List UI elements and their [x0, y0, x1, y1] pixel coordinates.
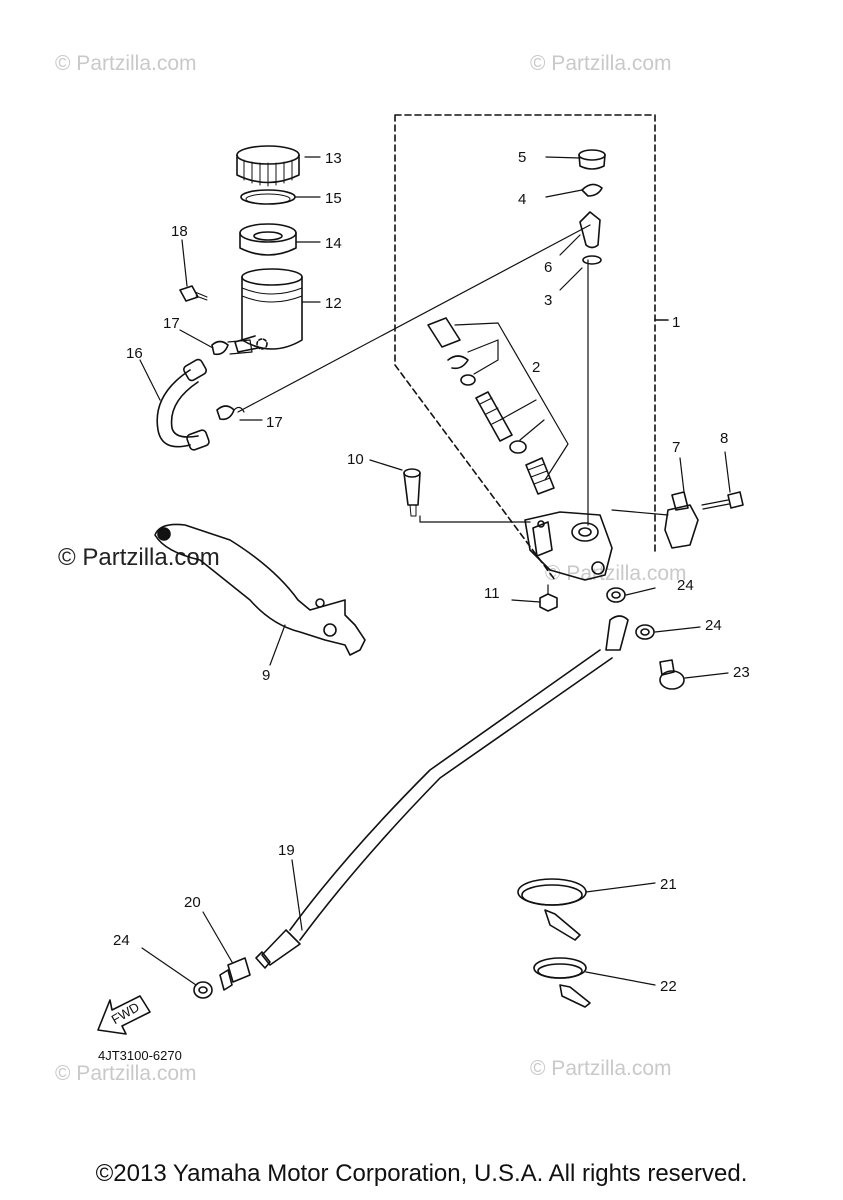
callout-19: 19: [278, 842, 295, 859]
callout-11: 11: [484, 585, 500, 602]
callout-17-lower: 17: [266, 414, 283, 431]
callout-2: 2: [532, 359, 540, 376]
copyright-notice: ©2013 Yamaha Motor Corporation, U.S.A. A…: [95, 1160, 748, 1187]
callout-6: 6: [544, 259, 552, 276]
callout-13: 13: [325, 150, 342, 167]
part-24-copper-washer-b: [635, 624, 655, 640]
part-17-hose-clip-lower: [216, 405, 245, 421]
callout-14: 14: [325, 235, 342, 252]
callout-9: 9: [262, 667, 270, 684]
watermark-middle-right: © Partzilla.com: [545, 562, 687, 585]
callout-24-c: 24: [113, 932, 130, 949]
part-17-hose-clip-upper: [211, 339, 253, 356]
part-10-pivot-bolt: [403, 468, 421, 517]
part-13-reservoir-cap: [236, 145, 300, 187]
watermark-top-right: © Partzilla.com: [530, 52, 672, 75]
part-1-master-cylinder-body: [524, 511, 613, 581]
callout-23: 23: [733, 664, 750, 681]
part-20-hose-fitting: [219, 957, 251, 991]
part-11-nut: [539, 593, 558, 612]
callout-16: 16: [126, 345, 143, 362]
part-16-reservoir-hose: [156, 358, 210, 451]
callout-17-upper: 17: [163, 315, 180, 332]
callout-24-b: 24: [705, 617, 722, 634]
part-2-piston-kit: [427, 317, 569, 495]
callout-18: 18: [171, 223, 188, 240]
part-15-diaphragm-plate: [240, 189, 296, 205]
part-18-screw: [179, 285, 208, 302]
part-22-cable-tie: [533, 957, 591, 1008]
callout-8: 8: [720, 430, 728, 447]
callout-4: 4: [518, 191, 526, 208]
part-21-cable-tie: [517, 878, 587, 941]
callout-12: 12: [325, 295, 342, 312]
part-3-o-ring: [582, 255, 602, 265]
part-4-circlip: [581, 183, 603, 197]
callout-3: 3: [544, 292, 552, 309]
part-19-clutch-hose: [255, 615, 629, 969]
assembly-boundary-dashed: [394, 114, 656, 581]
part-7-master-cylinder-holder: [664, 491, 699, 549]
fwd-label: FWD: [109, 999, 142, 1027]
callout-numbers: 1 2 3 4 5 6 7 8 9 10 11 12 13 14 15 16 1…: [113, 149, 750, 995]
callout-22: 22: [660, 978, 677, 995]
callout-24-a: 24: [677, 577, 694, 594]
watermark-middle-left: © Partzilla.com: [58, 544, 220, 571]
part-24-copper-washer-a: [606, 587, 626, 603]
leader-lines: [139, 156, 731, 986]
part-24-copper-washer-c: [193, 981, 213, 999]
watermark-bottom-left: © Partzilla.com: [55, 1062, 197, 1085]
callout-10: 10: [347, 451, 364, 468]
part-5-dust-cap: [578, 149, 606, 170]
diagram-code: 4JT3100-6270: [98, 1048, 182, 1063]
watermark-top-left: © Partzilla.com: [55, 52, 197, 75]
part-23-union-bolt: [659, 659, 685, 690]
part-12-reservoir-tank: [234, 268, 303, 353]
callout-21: 21: [660, 876, 677, 893]
part-9-clutch-lever: [154, 523, 366, 656]
watermark-bottom-right: © Partzilla.com: [530, 1057, 672, 1080]
callout-20: 20: [184, 894, 201, 911]
callout-7: 7: [672, 439, 680, 456]
part-6-hose-joint: [579, 211, 601, 249]
part-14-diaphragm: [239, 223, 297, 256]
part-8-holder-bolt: [701, 491, 744, 510]
callout-5: 5: [518, 149, 526, 166]
callout-1: 1: [672, 314, 680, 331]
fwd-direction-arrow: FWD: [97, 995, 151, 1035]
callout-15: 15: [325, 190, 342, 207]
